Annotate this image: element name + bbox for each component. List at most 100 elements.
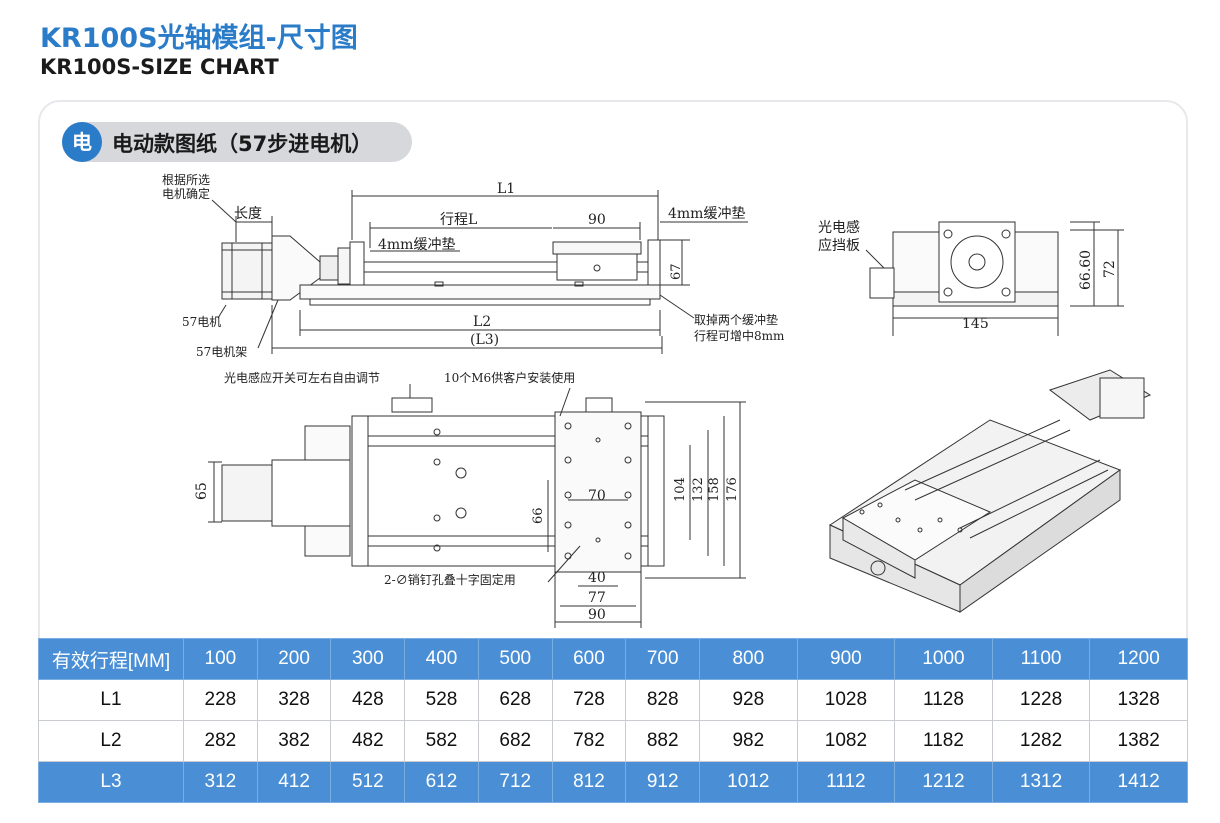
table-cell: 1212 — [894, 761, 993, 803]
label-length: 长度 — [234, 206, 262, 222]
label-dim-132: 132 — [691, 477, 706, 502]
table-row-label: L2 — [38, 720, 184, 762]
label-motor57: 57电机 — [182, 315, 221, 329]
table-cell: 1382 — [1089, 720, 1188, 762]
table-cell: 428 — [330, 679, 406, 721]
table-row: L3 312 412 512 612 712 812 912 1012 1112… — [38, 761, 1188, 803]
label-dim-90-bottom: 90 — [588, 607, 606, 623]
label-dim-158: 158 — [707, 477, 722, 502]
table-cell: 828 — [625, 679, 701, 721]
technical-drawing: 根据所选 电机确定 长度 L1 行程L 90 4mm缓冲垫 4mm缓冲垫 67 … — [162, 173, 1152, 628]
table-header-label: 有效行程[MM] — [38, 638, 184, 680]
table-cell: 400 — [404, 638, 479, 680]
label-buffer-left: 4mm缓冲垫 — [378, 237, 455, 253]
table-cell: 100 — [183, 638, 258, 680]
label-L3: (L3) — [470, 332, 499, 348]
label-dim-145: 145 — [962, 316, 989, 332]
table-cell: 1012 — [699, 761, 798, 803]
table-cell: 700 — [625, 638, 701, 680]
table-cell: 412 — [256, 761, 332, 803]
table-cell: 1128 — [894, 679, 993, 721]
page-subtitle: KR100S-SIZE CHART — [40, 55, 279, 79]
table-cell: 728 — [551, 679, 627, 721]
table-cell: 982 — [699, 720, 798, 762]
table-cell: 382 — [256, 720, 332, 762]
label-L2: L2 — [473, 314, 491, 330]
table-cell: 582 — [404, 720, 479, 762]
side-view — [211, 190, 748, 354]
page-title: KR100S光轴模组-尺寸图 — [40, 23, 358, 54]
table-row-label: L3 — [38, 761, 184, 803]
label-L1: L1 — [497, 181, 515, 197]
table-cell: 612 — [404, 761, 479, 803]
section-tag — [62, 122, 412, 162]
table-cell: 312 — [183, 761, 258, 803]
table-cell: 600 — [551, 638, 627, 680]
label-dim-67: 67 — [669, 263, 684, 280]
label-dim-70: 70 — [588, 488, 606, 504]
table-row: L1 228 328 428 528 628 728 828 928 1028 … — [38, 679, 1188, 721]
table-cell: 628 — [477, 679, 553, 721]
table-cell: 482 — [330, 720, 406, 762]
table-cell: 1182 — [894, 720, 993, 762]
label-dim-66-60: 66.60 — [1078, 250, 1094, 290]
table-cell: 1328 — [1089, 679, 1188, 721]
table-row: L2 282 382 482 582 682 782 882 982 1082 … — [38, 720, 1188, 762]
table-header-row: 有效行程[MM] 100 200 300 400 500 600 700 800… — [38, 638, 1188, 680]
label-dim-40: 40 — [588, 570, 606, 586]
note-pin-hole: 2-∅销钉孔叠十字固定用 — [384, 572, 516, 587]
table-cell: 1082 — [796, 720, 896, 762]
note-remove-buffer-1: 取掉两个缓冲垫 — [694, 312, 778, 327]
table-cell: 928 — [699, 679, 798, 721]
table-cell: 912 — [625, 761, 701, 803]
label-dim-65: 65 — [194, 482, 210, 500]
table-cell: 1112 — [796, 761, 896, 803]
label-sensor-plate-2: 应挡板 — [818, 237, 860, 254]
label-dim-90-top: 90 — [588, 212, 606, 228]
table-cell: 500 — [477, 638, 553, 680]
table-cell: 1000 — [894, 638, 993, 680]
table-cell: 782 — [551, 720, 627, 762]
table-cell: 900 — [796, 638, 896, 680]
note-sensor-switch: 光电感应开关可左右自由调节 — [224, 370, 380, 385]
note-length-line2: 电机确定 — [162, 186, 210, 201]
table-cell: 1282 — [991, 720, 1091, 762]
table-cell: 300 — [330, 638, 406, 680]
table-cell: 528 — [404, 679, 479, 721]
note-m6: 10个M6供客户安装使用 — [444, 370, 575, 385]
table-cell: 1412 — [1089, 761, 1188, 803]
label-dim-176: 176 — [725, 477, 740, 502]
label-stroke: 行程L — [440, 212, 477, 228]
table-cell: 512 — [330, 761, 406, 803]
table-row-label: L1 — [38, 679, 184, 721]
label-dim-104: 104 — [673, 477, 688, 502]
table-cell: 1028 — [796, 679, 896, 721]
section-badge: 电 — [62, 122, 102, 162]
table-cell: 882 — [625, 720, 701, 762]
label-dim-72: 72 — [1102, 260, 1118, 278]
table-cell: 200 — [256, 638, 332, 680]
table-cell: 228 — [183, 679, 258, 721]
section-label: 电动款图纸（57步进电机） — [112, 132, 373, 156]
table-cell: 1312 — [991, 761, 1091, 803]
label-dim-66: 66 — [531, 507, 546, 524]
table-cell: 812 — [551, 761, 627, 803]
size-table: 有效行程[MM] 100 200 300 400 500 600 700 800… — [38, 638, 1188, 803]
table-cell: 282 — [183, 720, 258, 762]
table-cell: 712 — [477, 761, 553, 803]
table-cell: 800 — [699, 638, 798, 680]
table-cell: 1200 — [1089, 638, 1188, 680]
table-cell: 1228 — [991, 679, 1091, 721]
label-sensor-plate-1: 光电感 — [818, 219, 860, 236]
note-length-line1: 根据所选 — [162, 173, 210, 187]
iso-view — [828, 369, 1152, 613]
table-cell: 1100 — [991, 638, 1091, 680]
note-remove-buffer-2: 行程可增中8mm — [694, 328, 785, 343]
label-dim-77: 77 — [588, 590, 606, 606]
label-buffer-right: 4mm缓冲垫 — [668, 206, 745, 222]
end-view — [865, 221, 1124, 336]
table-cell: 328 — [256, 679, 332, 721]
label-motor-mount: 57电机架 — [196, 345, 247, 359]
table-cell: 682 — [477, 720, 553, 762]
top-view — [208, 384, 746, 628]
